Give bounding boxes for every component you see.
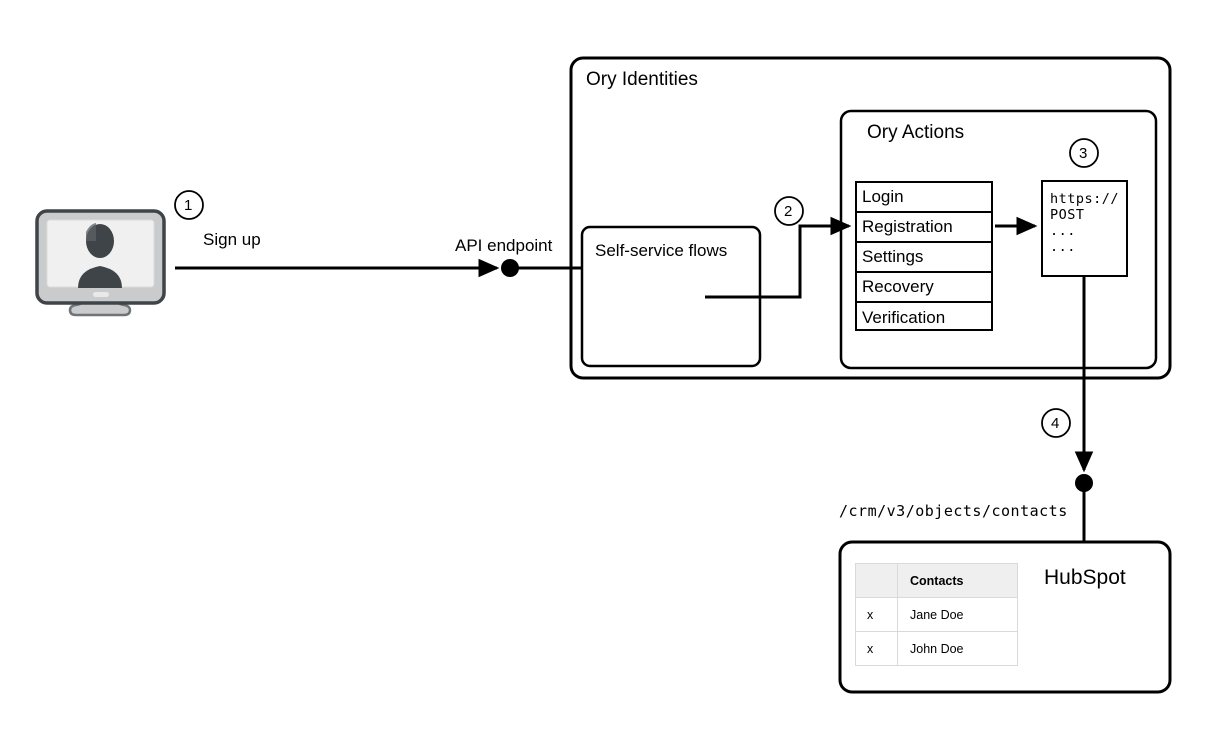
table-cell-mark: x	[855, 631, 898, 666]
webhook-line-body-1: ...	[1050, 223, 1076, 239]
flow-item-label: Verification	[862, 308, 946, 327]
table-cell-name: Jane Doe	[897, 597, 1018, 632]
webhook-line-method: POST	[1050, 207, 1085, 223]
webhook-payload-box: https:// POST ... ...	[1041, 180, 1128, 277]
flow-item-label: Login	[862, 187, 904, 206]
flow-item-recovery[interactable]: Recovery	[857, 273, 991, 303]
self-service-flows-title: Self-service flows	[595, 241, 728, 260]
step-number-4: 4	[1051, 415, 1060, 432]
flow-item-settings[interactable]: Settings	[857, 243, 991, 273]
step-number-1: 1	[184, 197, 193, 214]
step-circle-2	[774, 196, 804, 226]
self-service-flow-list: Login Registration Settings Recovery Ver…	[855, 181, 993, 331]
table-header-row: Contacts	[855, 563, 1018, 598]
step-number-2: 2	[784, 203, 793, 220]
step-number-3: 3	[1079, 145, 1088, 162]
table-row[interactable]: x Jane Doe	[855, 597, 1018, 632]
flow-item-label: Recovery	[862, 277, 934, 296]
step-circle-3	[1069, 138, 1099, 168]
hubspot-contacts-table: Contacts x Jane Doe x John Doe	[855, 563, 1018, 666]
table-row[interactable]: x John Doe	[855, 631, 1018, 666]
flow-item-verification[interactable]: Verification	[857, 303, 991, 333]
hubspot-title: HubSpot	[1044, 566, 1126, 589]
table-header-mark	[855, 563, 898, 598]
step-circle-1	[174, 190, 204, 220]
user-monitor-icon	[35, 209, 166, 317]
flow-item-registration[interactable]: Registration	[857, 213, 991, 243]
ory-actions-box	[839, 109, 1158, 370]
arrow-flows-to-registration	[705, 216, 852, 299]
api-endpoint-label: API endpoint	[455, 236, 553, 255]
table-cell-mark: x	[855, 597, 898, 632]
flow-item-label: Settings	[862, 247, 924, 266]
step-circle-4	[1041, 408, 1071, 438]
flow-item-label: Registration	[862, 217, 953, 236]
webhook-line-url: https://	[1050, 191, 1120, 207]
flow-item-login[interactable]: Login	[857, 183, 991, 213]
webhook-line-body-2: ...	[1050, 239, 1076, 255]
ory-identities-title: Ory Identities	[586, 69, 698, 90]
table-header-contacts: Contacts	[897, 563, 1018, 598]
ory-actions-title: Ory Actions	[867, 122, 965, 143]
table-cell-name: John Doe	[897, 631, 1018, 666]
sign-up-label: Sign up	[203, 230, 261, 249]
crm-path-label: /crm/v3/objects/contacts	[839, 502, 1068, 520]
ory-identities-box	[569, 56, 1172, 380]
api-endpoint-dot	[501, 259, 519, 277]
